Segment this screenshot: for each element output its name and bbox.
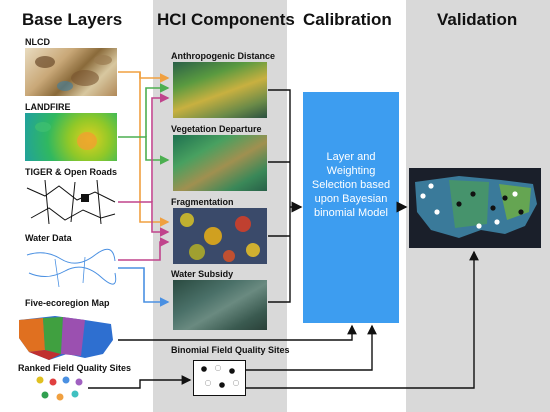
hci-components-title: HCI Components — [157, 10, 295, 29]
roads-to-fragmentation-arrow — [118, 201, 170, 237]
roads-to-anthropogenic-arrow — [151, 93, 170, 202]
fragmentation-texture — [173, 208, 267, 264]
binomial-to-calibration-arrow — [245, 324, 377, 371]
ranked-sites-dots — [36, 376, 83, 401]
nlcd-label: NLCD — [25, 37, 50, 47]
binomial-to-validation-arrow — [245, 250, 479, 389]
landfire-to-anthropogenic-arrow — [145, 83, 170, 137]
calibration-model-text: Layer and Weighting Selection based upon… — [311, 151, 391, 219]
fragmentation-label: Fragmentation — [171, 197, 234, 207]
ecoregion-usa-map — [19, 316, 113, 360]
validation-map-drawing — [415, 176, 537, 238]
calibration-model-box: Layer and Weighting Selection based upon… — [303, 92, 399, 323]
roads-network-texture — [26, 179, 116, 225]
tiger-roads-label: TIGER & Open Roads — [25, 167, 118, 177]
landfire-map-texture — [35, 122, 97, 150]
binomial-sites-dots — [201, 364, 240, 388]
nlcd-to-fragmentation-arrow — [139, 72, 170, 227]
fragmentation-map — [173, 208, 267, 264]
hci-bracket-line — [268, 89, 291, 303]
nlcd-map-texture — [35, 55, 112, 91]
validation-title: Validation — [437, 10, 518, 29]
nlcd-to-anthropogenic-arrow — [118, 71, 170, 83]
ranked-sites-to-binomial-arrow — [88, 375, 192, 389]
water-subsidy-label: Water Subsidy — [171, 269, 234, 279]
base-layers-title: Base Layers — [22, 10, 123, 29]
nlcd-map-thumbnail — [25, 48, 117, 96]
tiger-roads-map-thumbnail — [25, 178, 117, 226]
validation-usa-map — [409, 168, 541, 248]
water-network-texture — [26, 248, 117, 288]
vegetation-departure-label: Vegetation Departure — [171, 124, 262, 134]
water-to-subsidy-arrow — [118, 267, 170, 307]
landfire-label: LANDFIRE — [25, 102, 71, 112]
landfire-map-thumbnail — [25, 113, 117, 161]
water-subsidy-map — [173, 280, 267, 330]
binomial-sites-box — [193, 360, 246, 396]
water-data-label: Water Data — [25, 233, 72, 243]
water-data-map-thumbnail — [25, 243, 117, 291]
ecoregion-map-thumbnail — [15, 310, 117, 362]
vegetation-departure-map — [173, 135, 267, 191]
ranked-field-sites-label: Ranked Field Quality Sites — [18, 363, 132, 373]
anthropogenic-distance-label: Anthropogenic Distance — [171, 51, 276, 61]
ecoregion-to-calibration-arrow — [118, 324, 357, 341]
landfire-to-vegetation-arrow — [118, 136, 170, 165]
anthropogenic-distance-map — [173, 62, 267, 118]
water-to-fragmentation-arrow — [118, 237, 170, 261]
calibration-title: Calibration — [303, 10, 392, 29]
binomial-sites-label: Binomial Field Quality Sites — [171, 345, 290, 355]
ecoregion-map-label: Five-ecoregion Map — [25, 298, 110, 308]
